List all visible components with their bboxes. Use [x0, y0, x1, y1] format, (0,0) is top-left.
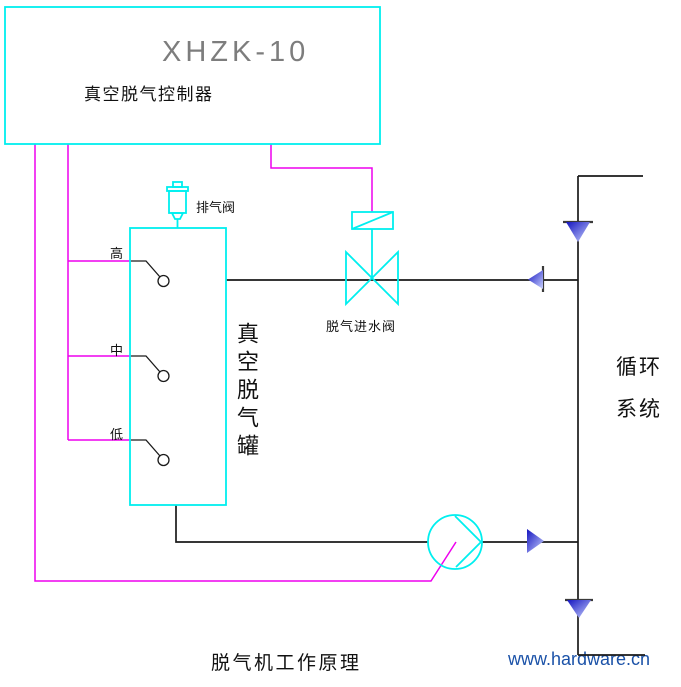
flow-arrow-down-top	[563, 220, 593, 242]
controller-name-text: 真空脱气控制器	[84, 85, 214, 104]
control-line-level-sensors	[67, 144, 131, 441]
page-title: 脱气机工作原理	[211, 653, 362, 674]
valve-actuator-icon	[351, 211, 394, 230]
tank-name-text: 真空脱气罐	[234, 322, 259, 462]
pump-icon	[427, 514, 483, 570]
level-label-low: 低	[110, 427, 124, 442]
watermark-text: www.hardware.cn	[508, 649, 651, 669]
flow-arrow-left-inlet	[528, 266, 545, 292]
circulation-system-text: 循环系统	[616, 356, 662, 421]
level-sensor-high	[131, 260, 170, 288]
controller-model-text: XHZK-10	[162, 36, 310, 68]
tank-outline	[129, 227, 227, 506]
exhaust-valve-icon	[166, 181, 189, 228]
level-label-high: 高	[110, 246, 124, 261]
pipe-tank-drain	[175, 505, 428, 543]
level-label-middle: 中	[110, 343, 124, 358]
inlet-valve-icon	[345, 211, 399, 307]
level-sensor-low	[131, 439, 170, 467]
control-line-inlet-valve	[270, 144, 373, 212]
controller-box	[4, 6, 381, 145]
level-sensor-middle	[131, 355, 170, 383]
exhaust-valve-label: 排气阀	[196, 200, 236, 215]
flow-arrow-right-pump	[527, 529, 544, 553]
flow-arrow-down-bottom	[565, 598, 593, 618]
inlet-valve-label: 脱气进水阀	[326, 319, 397, 334]
